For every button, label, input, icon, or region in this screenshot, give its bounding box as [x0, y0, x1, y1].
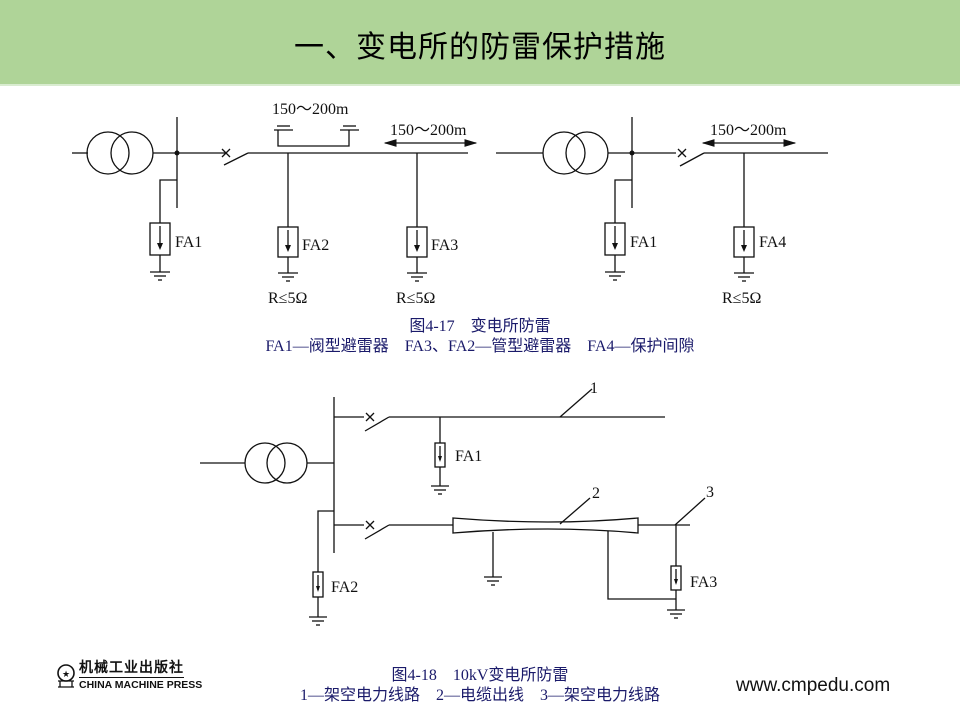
transformer-icon [72, 131, 226, 175]
arrester-fa2-icon [277, 153, 299, 282]
arrester-fa3-icon [667, 525, 685, 619]
distance-label: 150～200m [710, 122, 787, 139]
transformer-icon [496, 131, 676, 175]
distance-label-top: 150～200m [272, 101, 349, 118]
fig417-caption-legend: FA1—阀型避雷器 FA3、FA2—管型避雷器 FA4—保护间隙 [265, 338, 695, 355]
breaker-switch-icon [364, 520, 390, 540]
breaker-switch-icon [364, 412, 390, 432]
label-fa4: FA4 [759, 234, 786, 251]
breaker-switch-icon [677, 148, 705, 167]
junction-dot [174, 150, 180, 156]
protection-gap-icon [274, 125, 359, 147]
arrester-fa1-icon [604, 179, 632, 281]
fig417-left-diagram: FA1 150～200m FA2 R≤5Ω 150～200m [72, 101, 478, 307]
label-fa2: FA2 [302, 237, 329, 254]
fig418-caption-title: 图4-18 10kV变电所防雷 [391, 667, 569, 684]
breaker-switch-icon [221, 148, 249, 166]
label-fa3: FA3 [690, 574, 717, 591]
fig418-diagram: 1 FA1 2 3 [200, 380, 717, 626]
title-bar: 一、变电所的防雷保护措施 [0, 0, 960, 86]
label-3: 3 [706, 484, 714, 501]
arrester-fa1-icon [149, 179, 177, 281]
label-fa1: FA1 [630, 234, 657, 251]
label-2: 2 [592, 485, 600, 502]
resistance-label-fa4: R≤5Ω [722, 290, 761, 307]
ground-icon [484, 532, 502, 586]
fig418-caption-legend: 1—架空电力线路 2—电缆出线 3—架空电力线路 [299, 687, 660, 704]
arrester-fa3-icon [406, 153, 428, 282]
publisher-name-cn: 机械工业出版社 [79, 660, 184, 678]
leader-line-2 [559, 497, 591, 525]
arrester-fa2-icon [309, 510, 334, 626]
leader-line-3 [674, 497, 706, 526]
publisher-name-en: CHINA MACHINE PRESS [79, 679, 203, 691]
svg-text:★: ★ [62, 670, 70, 680]
resistance-label-fa2: R≤5Ω [268, 290, 307, 307]
slide-title: 一、变电所的防雷保护措施 [294, 30, 666, 65]
label-fa3: FA3 [431, 237, 458, 254]
sheath-connection [607, 531, 676, 600]
distance-label-right: 150～200m [390, 122, 467, 139]
label-fa1: FA1 [455, 448, 482, 465]
label-1: 1 [590, 380, 598, 397]
gap-fa4-icon [733, 153, 755, 282]
cable-2-icon [452, 517, 639, 534]
publisher-logo: 机械工业出版社 CHINA MACHINE PRESS [55, 660, 225, 694]
leader-line-1 [559, 388, 593, 418]
arrester-fa1-icon [431, 417, 449, 495]
resistance-label-fa3: R≤5Ω [396, 290, 435, 307]
transformer-icon [200, 442, 334, 484]
label-fa2: FA2 [331, 579, 358, 596]
fig417-caption-title: 图4-17 变电所防雷 [409, 318, 551, 335]
website-url: www.cmpedu.com [736, 675, 891, 696]
label-fa1: FA1 [175, 234, 202, 251]
fig417-right-diagram: FA1 150～200m FA4 R≤5Ω [496, 117, 828, 307]
junction-dot [629, 150, 635, 156]
publisher-logo-icon: ★ [57, 664, 75, 688]
